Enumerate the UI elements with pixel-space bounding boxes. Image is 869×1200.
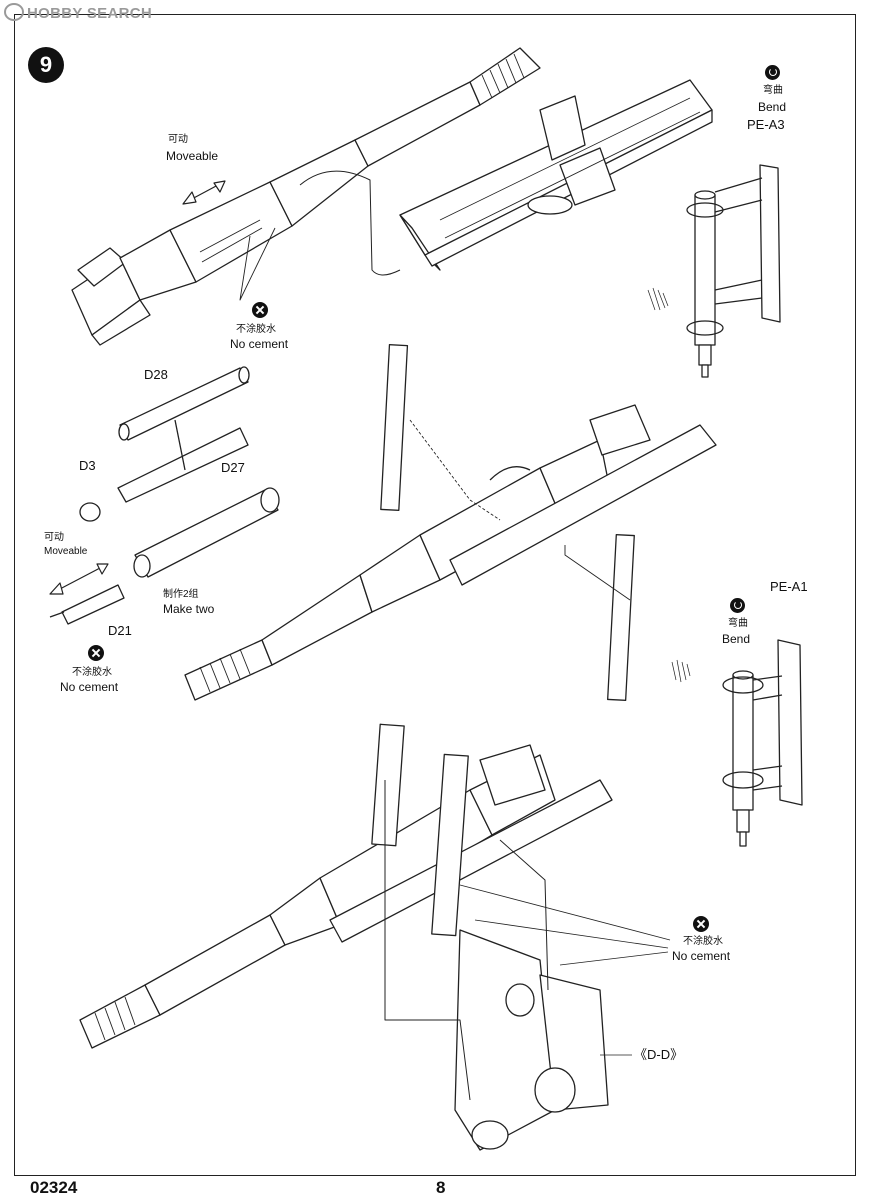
part-d28 <box>119 367 249 441</box>
bottom-gun-assembly <box>79 723 671 1151</box>
bend-label-en-2: Bend <box>722 632 751 646</box>
part-dd-label: 《D-D》 <box>634 1047 684 1062</box>
kit-number: 02324 <box>30 1178 78 1197</box>
make-two-label-en: Make two <box>163 602 215 616</box>
breech-bottom <box>479 744 546 806</box>
watermark-logo-icon <box>4 3 24 21</box>
top-cradle <box>299 79 713 276</box>
moveable-double-arrow <box>182 180 226 205</box>
part-d21 <box>61 584 125 625</box>
part-pe-a1-label: PE-A1 <box>770 579 808 594</box>
trunnion-bracket <box>539 95 586 161</box>
page-number: 8 <box>436 1178 446 1197</box>
no-cement-icon-3 <box>693 916 709 932</box>
part-d27-label: D27 <box>221 460 245 475</box>
recoil-cylinder-left <box>380 343 409 512</box>
recoil-cylinder-bottom-1 <box>371 723 405 847</box>
bend-icon <box>765 65 780 80</box>
recoil-cylinder-right <box>607 533 635 702</box>
recuperator-cylinder-2 <box>732 674 754 811</box>
bend-label-cn: 弯曲 <box>763 85 783 96</box>
moveable-label-en-2: Moveable <box>44 546 88 557</box>
part-d3 <box>79 502 101 522</box>
cradle-mid <box>449 424 717 586</box>
no-cement-icon <box>252 302 268 318</box>
barrel-tube-mid <box>261 574 373 666</box>
make-two-label-cn: 制作2组 <box>163 589 199 600</box>
moveable-label-cn: 可动 <box>168 134 188 145</box>
muzzle-brake <box>469 47 541 106</box>
step-number-badge: 9 <box>28 47 64 83</box>
no-cement-icon-2 <box>88 645 104 661</box>
part-pe-a3-label: PE-A3 <box>747 117 785 132</box>
moveable-label-cn-2: 可动 <box>44 532 64 543</box>
barrel-tube <box>354 81 481 167</box>
part-d27 <box>117 427 249 503</box>
top-barrel-assembly <box>71 47 541 346</box>
no-cement-label-en: No cement <box>230 337 289 351</box>
pe-a3-cylinder <box>647 164 781 378</box>
muzzle-brake-mid <box>184 639 273 701</box>
pe-a1-cylinder <box>671 639 803 847</box>
cradle-bottom <box>329 779 613 943</box>
watermark-text: HOBBY SEARCH <box>27 5 153 22</box>
barrel-tube-bottom <box>144 914 286 1016</box>
no-cement-label-en-3: No cement <box>672 949 731 963</box>
no-cement-label-cn-3: 不涂胶水 <box>683 936 723 947</box>
moveable-label-en: Moveable <box>166 149 219 163</box>
elevation-gear <box>527 195 573 215</box>
no-cement-label-cn-2: 不涂胶水 <box>72 667 112 678</box>
part-d21-label: D21 <box>108 623 132 638</box>
no-cement-label-cn: 不涂胶水 <box>236 324 276 335</box>
recoil-cylinder-d21-housing <box>134 489 279 578</box>
part-d3-label: D3 <box>79 458 96 473</box>
mount-base <box>454 929 556 1151</box>
page-frame <box>14 14 856 1176</box>
moveable-double-arrow-2 <box>49 563 109 595</box>
bend-label-en: Bend <box>758 100 787 114</box>
exploded-parts <box>49 366 280 625</box>
recoil-cylinder-bottom-2 <box>431 753 469 937</box>
breech-mid <box>589 404 651 456</box>
part-d28-label: D28 <box>144 367 168 382</box>
pe-a3-plate <box>759 164 781 323</box>
pe-a1-plate <box>777 639 803 806</box>
watermark: HOBBY SEARCH <box>4 3 152 22</box>
middle-barrel-assembly <box>184 343 717 702</box>
bend-label-cn-2: 弯曲 <box>728 618 748 629</box>
no-cement-label-en-2: No cement <box>60 680 119 694</box>
bend-icon-2 <box>730 598 745 613</box>
